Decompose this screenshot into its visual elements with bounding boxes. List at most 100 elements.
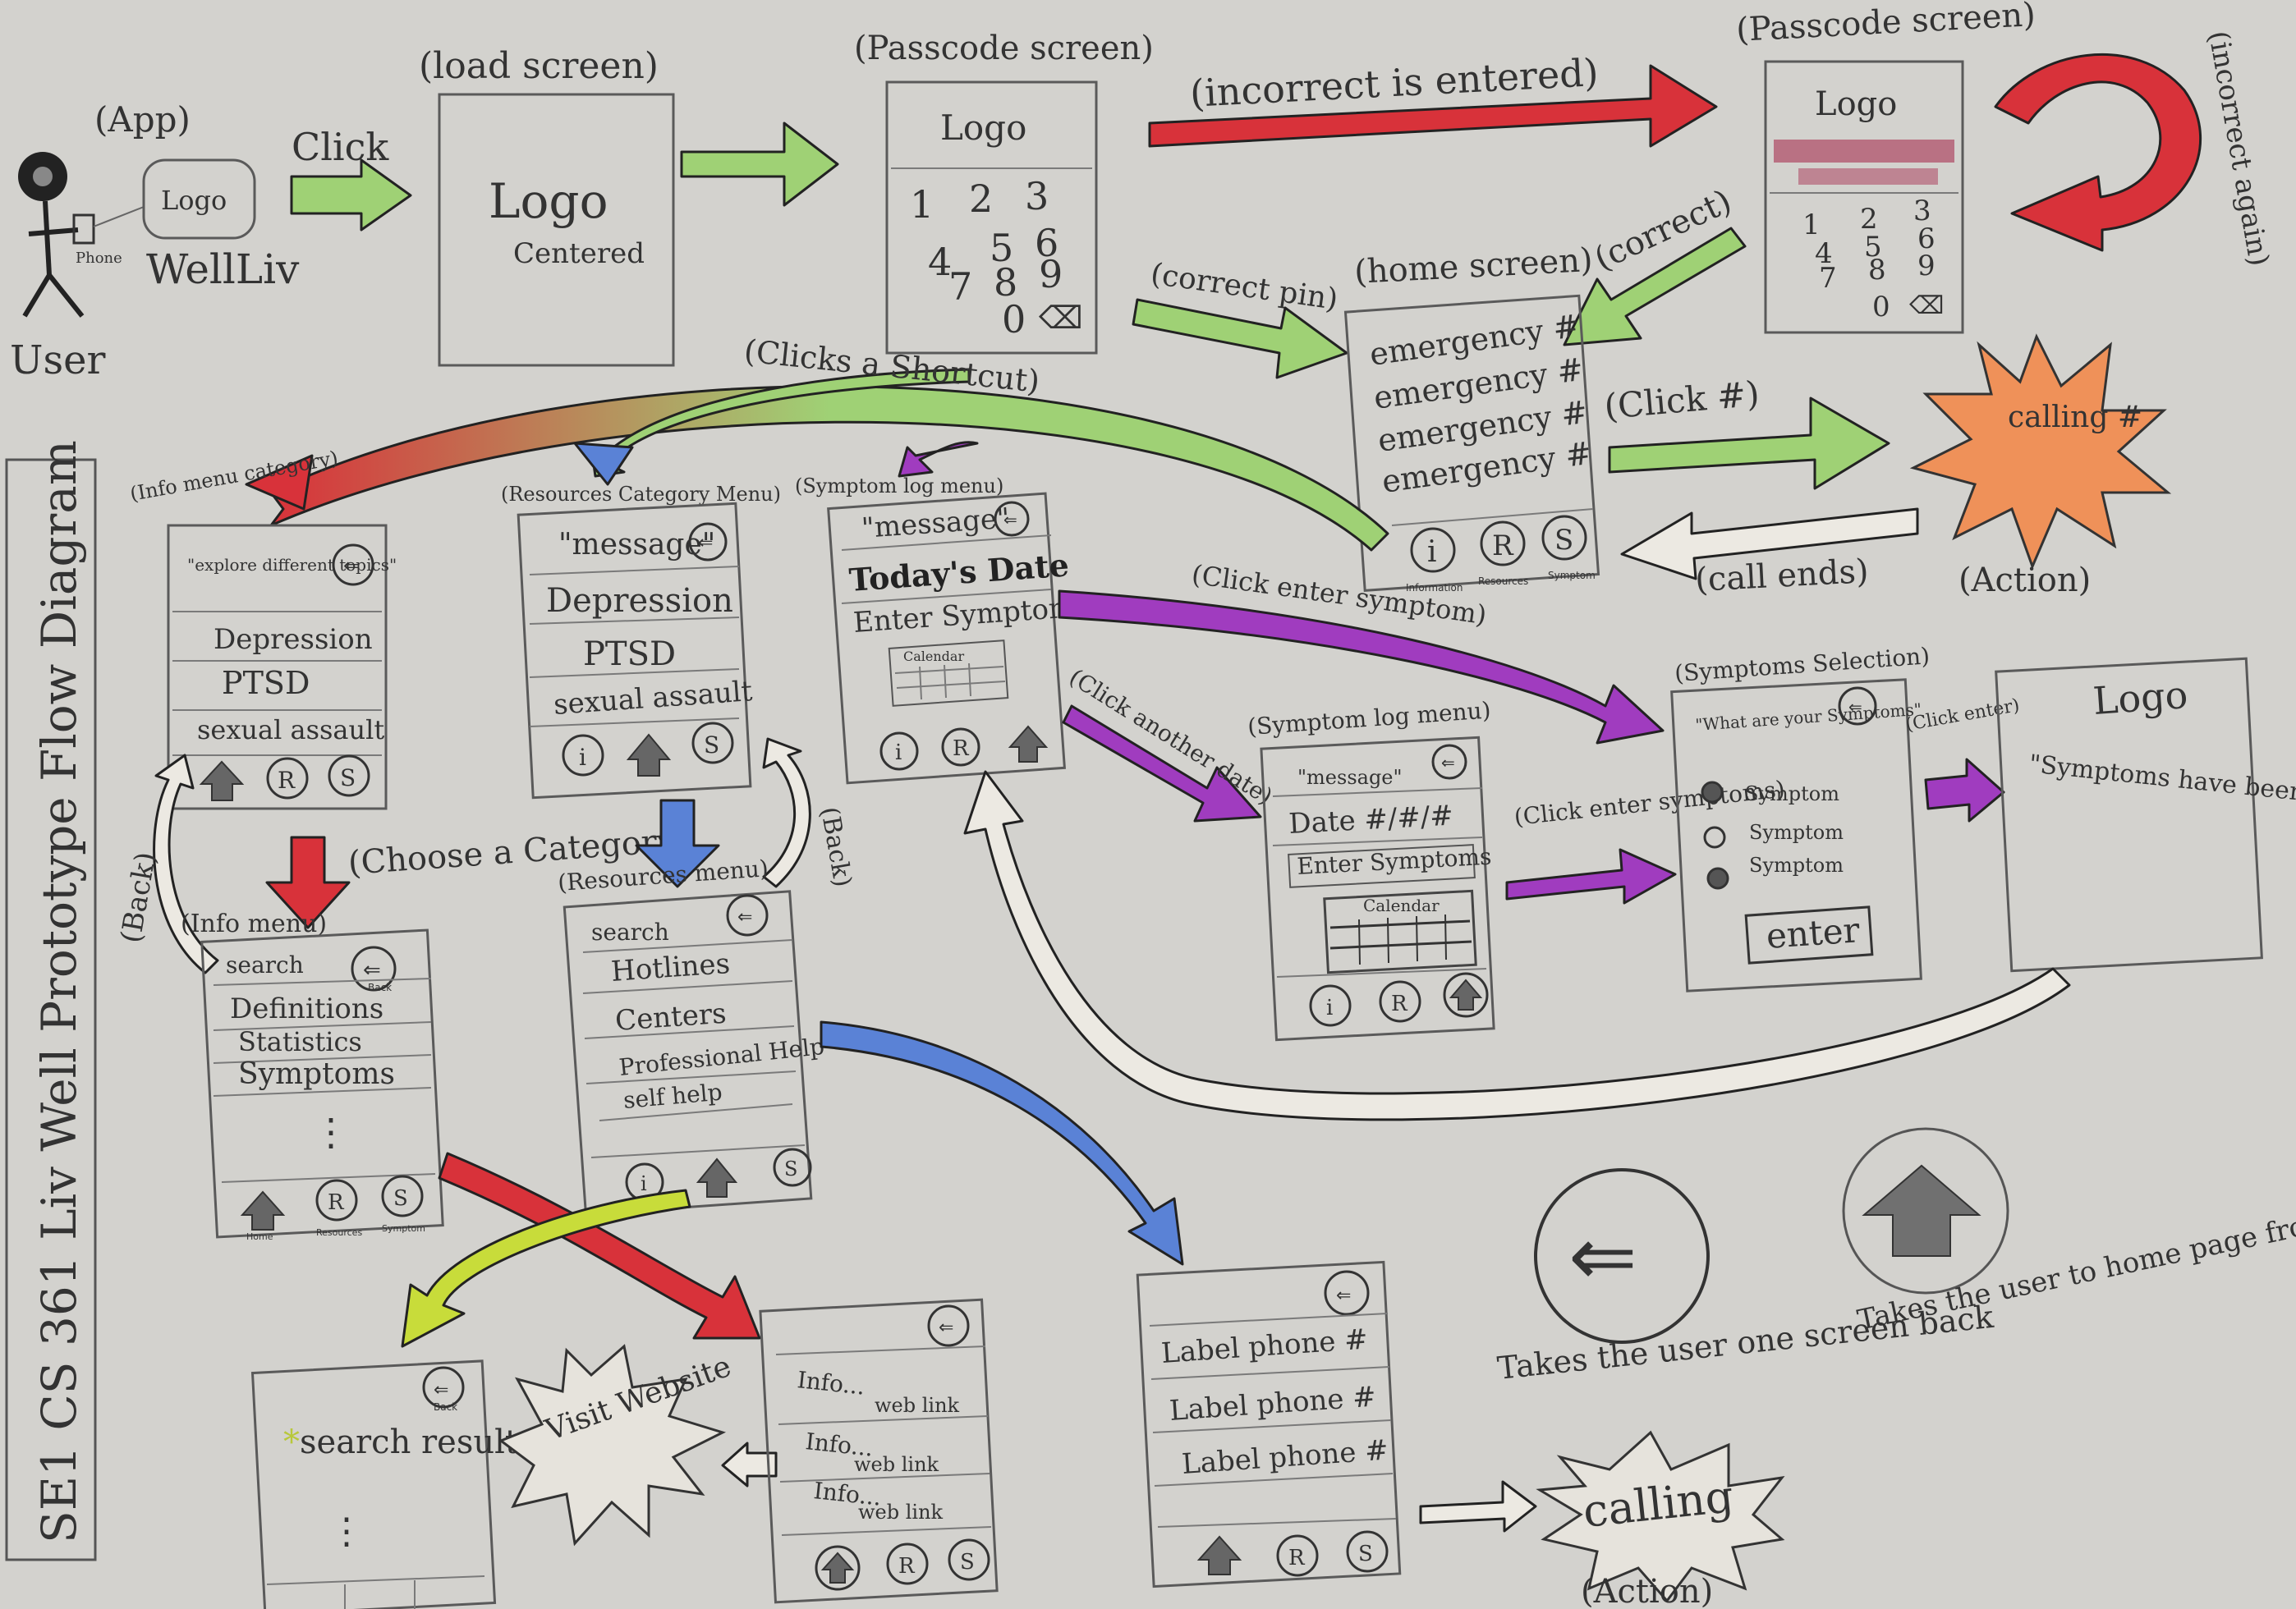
resources-menu-info-glyph: i (641, 1172, 647, 1195)
info-menu-resources-icon (315, 1179, 358, 1222)
info-links-home-circle (815, 1545, 861, 1591)
resources-menu-home-icon (696, 1157, 738, 1198)
info-menu-item-1: Definitions (230, 992, 383, 1025)
click-arrow: Click (290, 125, 412, 231)
legend-back-glyph: ⇐ (1568, 1208, 1637, 1304)
symptom-log-top-calendar-label: Calendar (903, 649, 964, 664)
home-nav-resources: R (1492, 529, 1514, 562)
calling-bottom-burst: calling (Action) (1536, 1430, 1785, 1609)
symptom-log-home-icon (1449, 979, 1483, 1011)
home-info-icon (1410, 527, 1456, 573)
error-key-delete: ⌫ (1909, 291, 1944, 320)
home-symptom-icon (1541, 515, 1587, 561)
search-results-screen: ⇐ Back *search results ⋮ (250, 1359, 535, 1609)
info-links-resources-glyph: R (898, 1554, 916, 1579)
resources-menu: (Resources menu) search ⇐ Hotlines Cente… (557, 855, 825, 1216)
info-category-home-icon (199, 760, 245, 801)
phone-label: Phone (76, 250, 122, 267)
search-results-star: * (283, 1423, 300, 1461)
info-menu-item-more: ⋮ (312, 1110, 350, 1154)
error-key-6: 6 (1917, 222, 1936, 255)
info-menu-search: search (226, 951, 304, 979)
info-menu-symptom-icon (381, 1175, 424, 1217)
phone-labels-back-icon (1324, 1270, 1370, 1316)
click-label: Click (292, 125, 389, 169)
legend-back-icon (1534, 1168, 1710, 1344)
calling-action-text: calling # (2008, 401, 2142, 434)
symptom-log-top-info-glyph: i (895, 740, 902, 765)
symptom-log-top-back-glyph: ⇐ (1003, 510, 1017, 529)
app-icon: (App) Logo WellLiv (94, 99, 300, 293)
symptom-log-enter: Enter Symptoms (1297, 843, 1492, 880)
resources-category-info-icon (562, 734, 604, 777)
symptom-log-top-calendar (888, 639, 1009, 707)
click-number-arrow: (Click #) (1603, 374, 1890, 490)
info-menu-home-icon (240, 1190, 286, 1231)
symptom-log-calendar-label: Calendar (1363, 896, 1440, 915)
symptom-radio-1 (1701, 781, 1724, 804)
info-link-3-url: web link (858, 1501, 944, 1524)
passcode-screen: (Passcode screen) Logo 1 2 3 4 5 6 7 8 9… (854, 30, 1154, 355)
home-resources-icon (1480, 520, 1526, 566)
symptom-radio-3 (1706, 867, 1729, 890)
info-menu-nav-label-symptom: Symptom (382, 1223, 425, 1234)
symptom-log-resources-icon (1379, 980, 1421, 1023)
phone-label-2: Label phone # (1169, 1381, 1377, 1428)
resources-category-back-icon (688, 522, 728, 562)
symptom-log-resources-glyph: R (1391, 992, 1408, 1016)
load-screen: (load screen) Logo Centered (419, 45, 675, 367)
info-category-back-glyph: ⇐ (343, 554, 360, 577)
info-category-back-icon (332, 543, 374, 586)
info-link-1: Info... (796, 1366, 866, 1400)
key-9: 9 (1039, 252, 1063, 296)
search-results-label: search results (300, 1423, 535, 1461)
symptom-log-top-home-icon (1008, 725, 1049, 763)
search-results-dots: ⋮ (328, 1510, 365, 1552)
symptoms-logged-screen: Logo "Symptoms have been logged" (1995, 657, 2296, 973)
key-3: 3 (1025, 174, 1049, 218)
incorrect-arrow: (incorrect is entered) (1148, 50, 1718, 148)
phone-labels-home-icon (1196, 1535, 1242, 1575)
phone-labels-resources-glyph: R (1288, 1546, 1306, 1570)
info-category-symptom-icon (328, 754, 370, 797)
resources-menu-symptom-glyph: S (784, 1157, 797, 1180)
info-category-symptom-glyph: S (340, 764, 356, 791)
load-screen-sub: Centered (513, 237, 645, 270)
error-key-3: 3 (1913, 195, 1931, 227)
logged-message: "Symptoms have been logged" (2027, 749, 2296, 818)
call-ends-arrow: (call ends) (1620, 507, 1919, 599)
home-caption: (home screen) (1353, 241, 1594, 291)
resources-category-caption: (Resources Category Menu) (501, 483, 781, 506)
info-menu-back-glyph: ⇐ (363, 958, 381, 983)
calling-action-burst: calling # (Action) (1909, 333, 2172, 599)
app-logo-text: Logo (161, 185, 227, 216)
home-nav-info: i (1427, 535, 1437, 569)
info-category-item-3: sexual assault (197, 714, 384, 745)
info-link-1-url: web link (875, 1394, 960, 1417)
info-links-back-icon (927, 1304, 970, 1347)
passcode-screen-error: (Passcode screen) Logo 1 2 3 4 5 6 7 8 9… (1735, 0, 2037, 334)
info-back-arrow: (Back) (114, 754, 219, 974)
info-menu-resources-glyph: R (328, 1190, 345, 1215)
info-links-symptom-glyph: S (960, 1550, 975, 1575)
legend-home-circle (1842, 1127, 2009, 1295)
resources-menu-item-1: Hotlines (610, 947, 731, 988)
info-category-resources-icon (266, 757, 309, 800)
resources-category-item-3: sexual assault (553, 675, 754, 722)
resources-menu-back-icon (726, 894, 769, 937)
home-nav-label-resources: Resources (1478, 575, 1528, 587)
visit-website-burst: Visit Website (498, 1344, 778, 1547)
search-results-back-icon (422, 1366, 465, 1409)
info-menu-symptom-glyph: S (393, 1186, 408, 1211)
resources-category-home-icon (626, 733, 672, 777)
title-block: SE1 CS 361 Liv Well Prototype Flow Diagr… (5, 440, 97, 1561)
click-enter-label: (Click enter) (1904, 695, 2022, 736)
symptom-log-back-icon (1431, 744, 1467, 780)
legend-home-icon (1862, 1164, 1981, 1257)
resources-category-symptom-icon (691, 722, 734, 764)
symptoms-selection-question: "What are your Symptoms" (1695, 699, 1922, 735)
symptom-log-info-icon (1309, 984, 1352, 1027)
legend-home: Takes the user to home page from whereve… (1842, 1127, 2296, 1337)
shortcut-arc: (Clicks a Shortcut) (245, 332, 1389, 552)
